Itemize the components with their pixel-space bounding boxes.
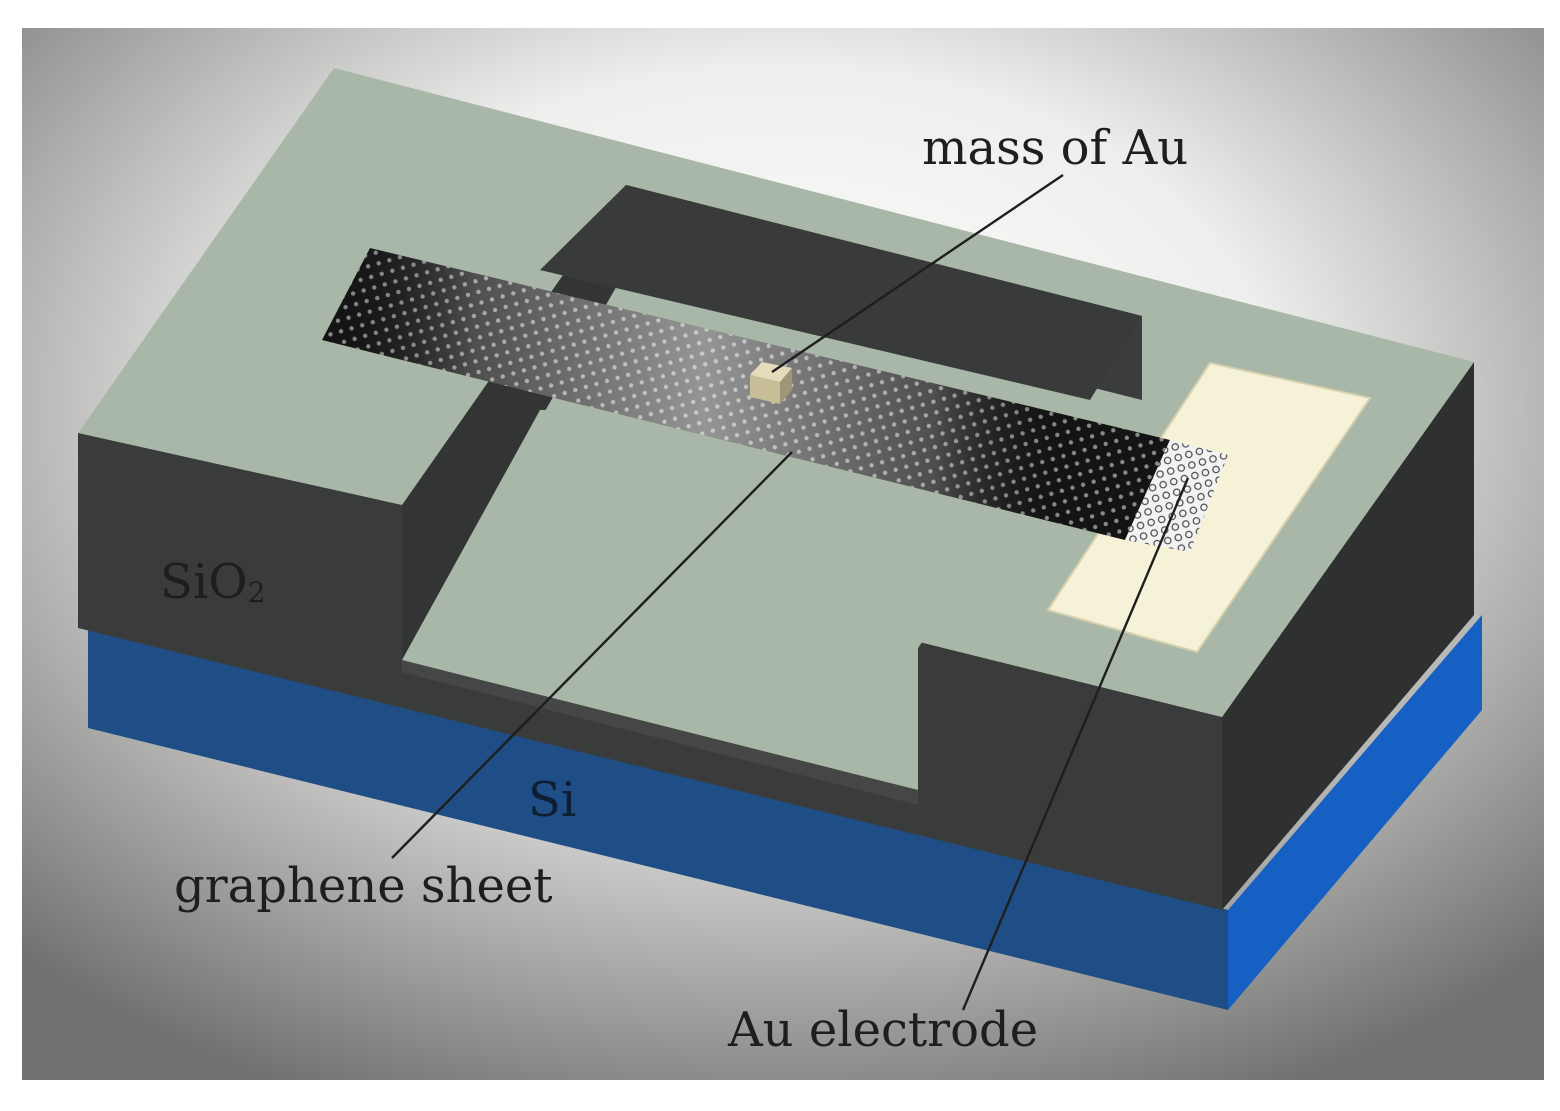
graphene-sheet-contact — [1125, 440, 1228, 552]
si-layer-front — [88, 628, 1228, 1010]
cavity-opening-dark — [540, 185, 1142, 400]
cavity-floor-shadow — [402, 660, 918, 805]
graphene-sheet-highlight — [322, 248, 1170, 540]
label-sio2-main: SiO — [160, 554, 248, 610]
leader-line-graphene — [391, 451, 793, 859]
leader-line-mass — [771, 174, 1064, 373]
label-mass-of-au: mass of Au — [922, 120, 1189, 176]
sio2-layer-right — [1222, 362, 1474, 910]
label-graphene-sheet: graphene sheet — [174, 858, 553, 914]
label-sio2-subscript: 2 — [247, 576, 266, 609]
leader-line-electrode — [961, 477, 1190, 1011]
label-si: Si — [528, 772, 577, 828]
cavity-front-wall-left — [78, 433, 402, 660]
label-au-electrode: Au electrode — [728, 1002, 1039, 1058]
cavity-floor — [402, 400, 1090, 790]
label-sio2: SiO2 — [160, 558, 265, 607]
si-layer-right — [1228, 615, 1482, 1010]
